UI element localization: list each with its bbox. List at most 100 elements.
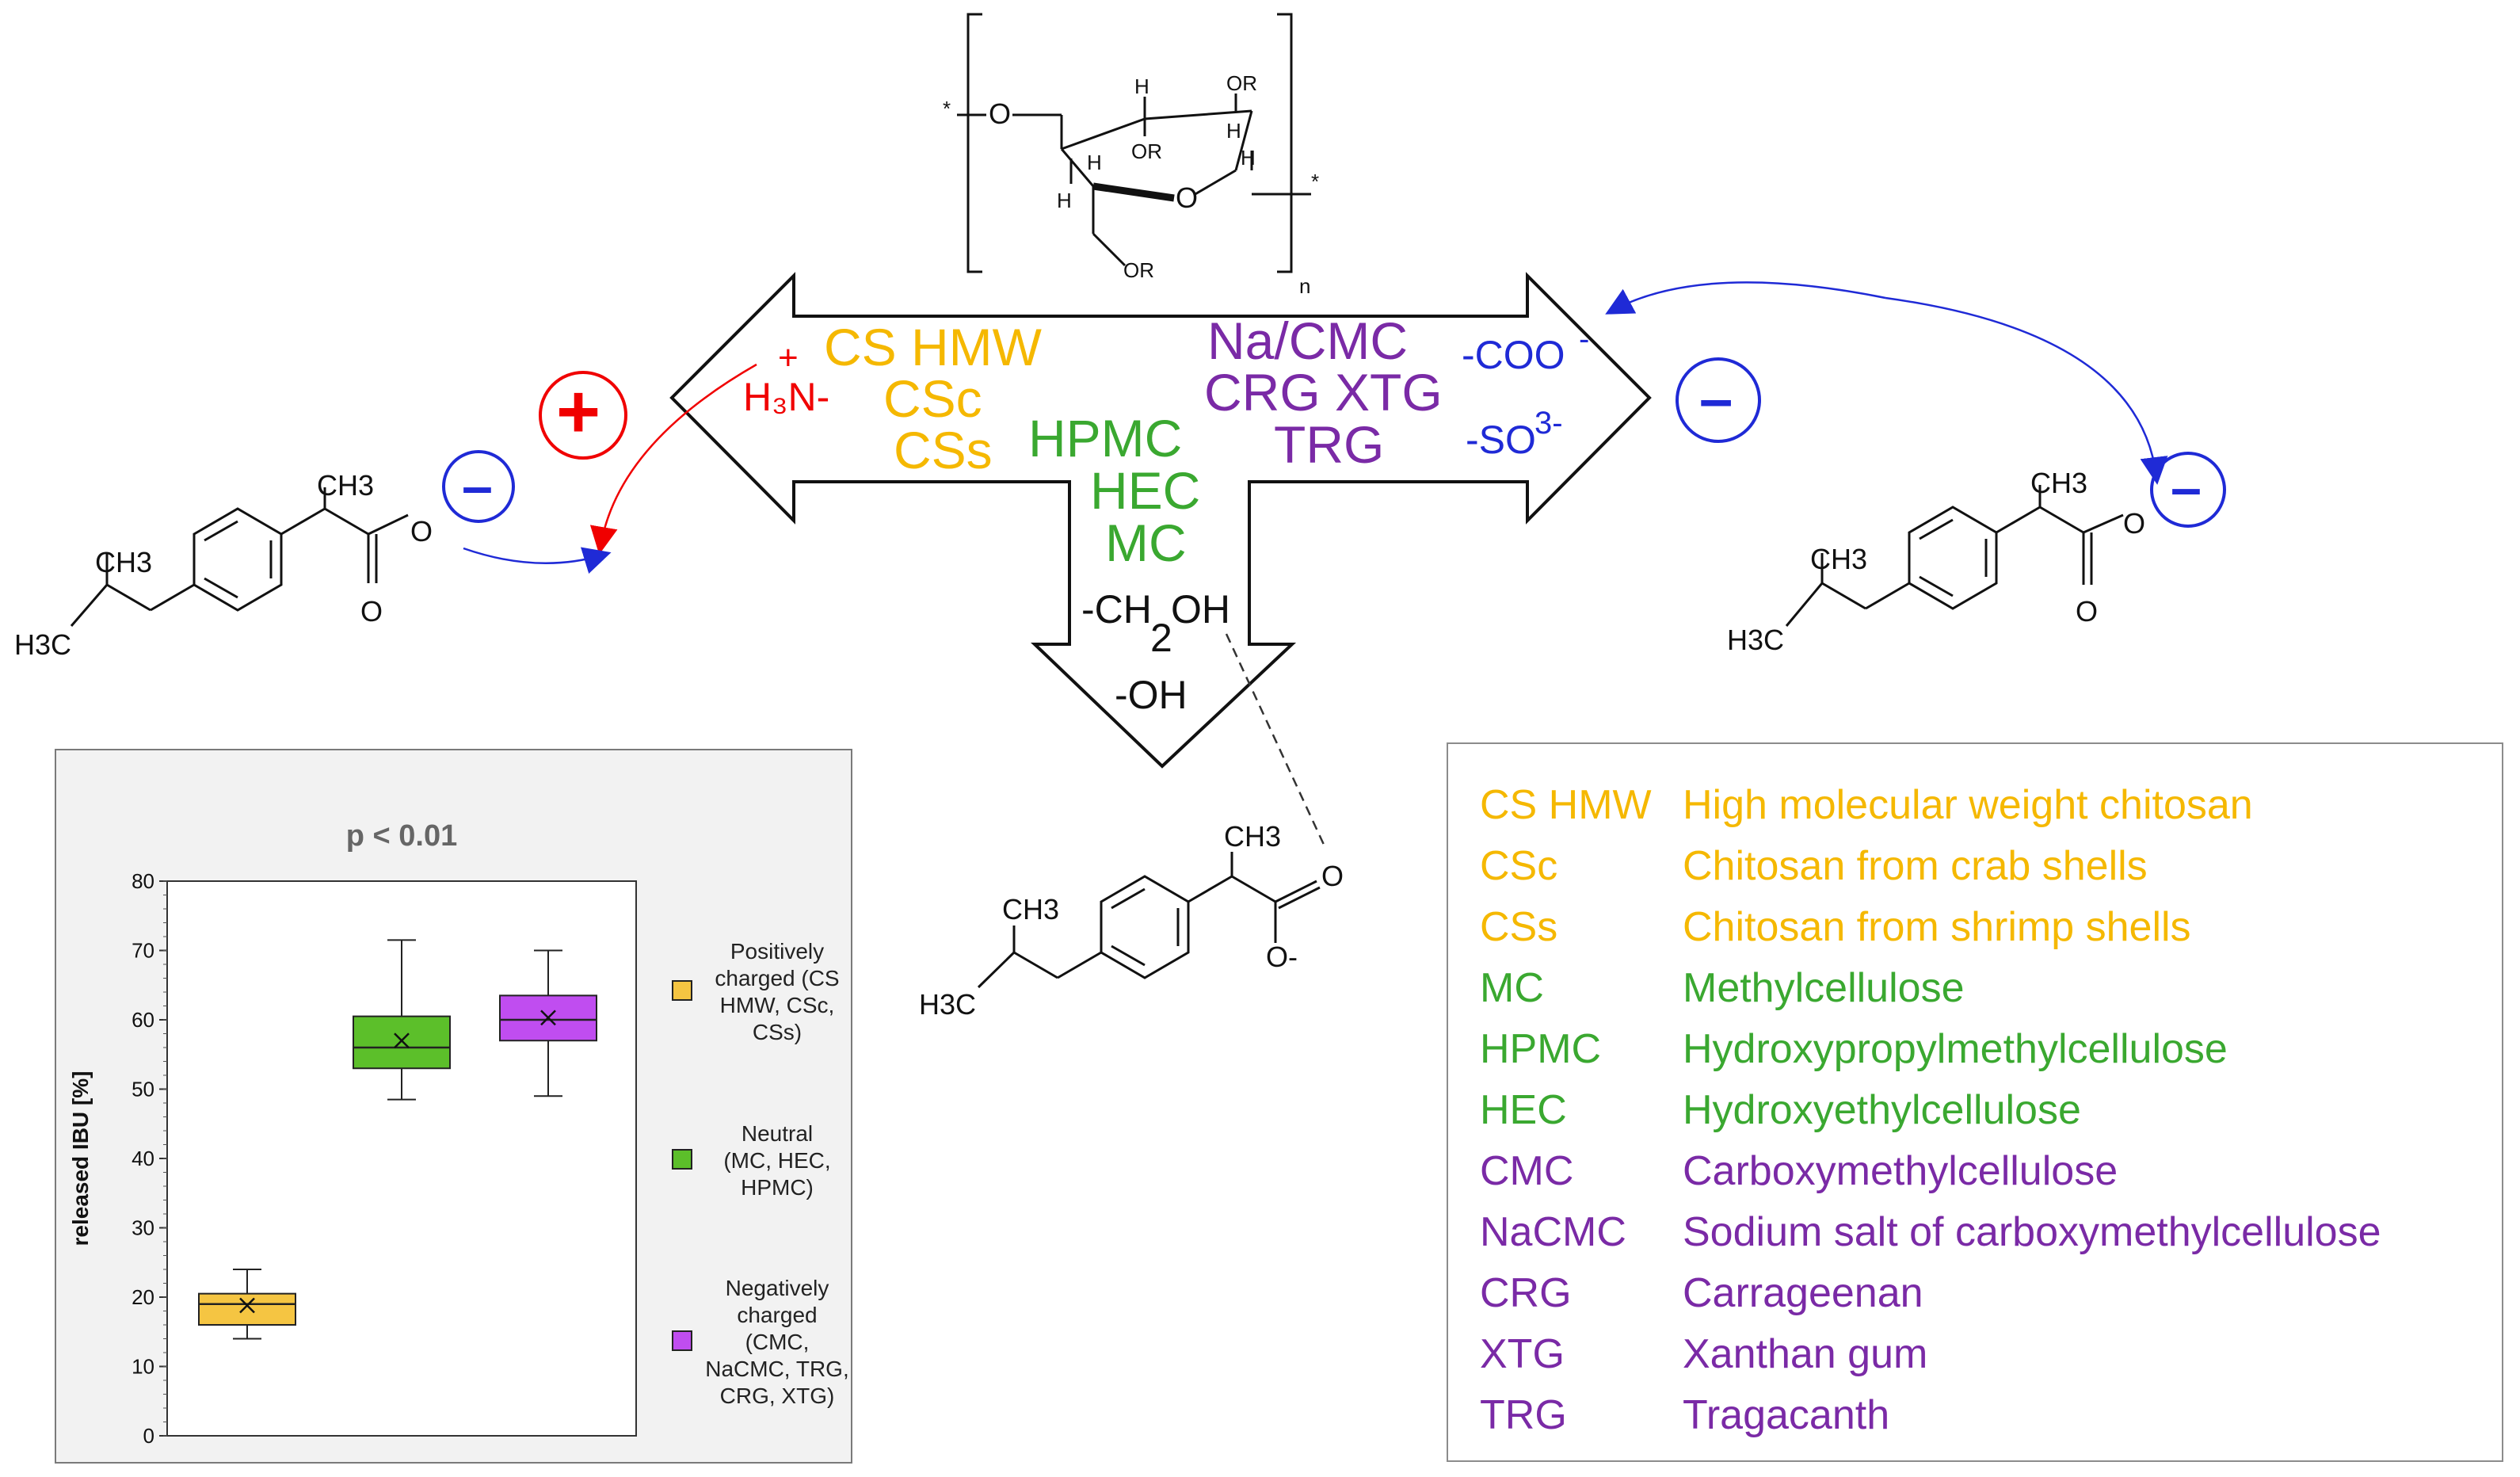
y-axis-label: released IBU [%] <box>68 1071 93 1246</box>
legend-abbr: HPMC <box>1480 1026 1602 1072</box>
legend-swatch <box>672 1330 692 1351</box>
chart-title: p < 0.01 <box>346 819 457 853</box>
y-tick-label: 80 <box>132 869 154 893</box>
ibu-center-ch3-branch: CH3 <box>1002 893 1059 926</box>
ammonium-group: H₃N- <box>743 375 830 419</box>
release-boxplot: p < 0.01 released IBU [%] 01020304050607… <box>68 819 849 1448</box>
hydroxymethyl-sub: 2 <box>1150 616 1172 660</box>
polymer-mc: MC <box>1105 513 1187 572</box>
legend-label: (CMC, <box>745 1330 810 1354</box>
legend-label: Neutral <box>742 1121 813 1146</box>
minus-sign-left: – <box>462 455 493 517</box>
legend-name: High molecular weight chitosan <box>1683 782 2253 828</box>
cellulose-labels: * O H OR OR H H H H O OR n * <box>943 71 1319 298</box>
legend-label: CSs) <box>753 1020 802 1044</box>
legend-name: Chitosan from shrimp shells <box>1683 904 2191 950</box>
y-tick-label: 10 <box>132 1355 154 1379</box>
cellulose-end-star: * <box>943 97 951 120</box>
cellulose-unit <box>957 13 1311 273</box>
hydroxyl-group: -OH <box>1115 673 1188 717</box>
ibu-center-ch3-top: CH3 <box>1224 820 1281 853</box>
ibu-right-o-double: O <box>2076 595 2098 628</box>
legend-name: Sodium salt of carboxymethylcellulose <box>1683 1209 2381 1255</box>
cellulose-h-2: H <box>1226 119 1241 143</box>
box-mean-marker <box>239 1297 255 1314</box>
blue-interaction-arrow-left <box>463 547 612 574</box>
legend-swatch <box>672 1149 692 1170</box>
box-mean-marker <box>540 1009 556 1026</box>
legend-name: Methylcellulose <box>1683 965 1965 1011</box>
legend-label: Negatively <box>726 1276 829 1300</box>
ibu-left-h3c: H3C <box>14 628 71 661</box>
legend-label: NaCMC, TRG, <box>705 1357 849 1381</box>
ibuprofen-left <box>70 487 409 627</box>
legend-label: HPMC) <box>741 1175 814 1200</box>
legend-name: Chitosan from crab shells <box>1683 843 2148 889</box>
cellulose-h-3: H <box>1087 151 1102 174</box>
ibuprofen-right <box>1785 485 2124 627</box>
sulfonate-group: -SO <box>1466 418 1536 462</box>
red-interaction-arrow <box>589 363 757 555</box>
legend-name: Hydroxypropylmethylcellulose <box>1683 1026 2228 1072</box>
legend-abbr: HEC <box>1480 1087 1567 1133</box>
plus-sign: + <box>556 369 601 454</box>
y-tick-label: 70 <box>132 939 154 963</box>
y-tick-label: 50 <box>132 1078 154 1101</box>
legend-abbr: CS HMW <box>1480 782 1652 828</box>
cellulose-h-5: H <box>1241 146 1256 170</box>
ibu-right-ch3-top: CH3 <box>2030 467 2087 499</box>
ibu-right-ch3-branch: CH3 <box>1810 543 1867 575</box>
ibu-center-o: O <box>1321 860 1344 892</box>
ibu-center-o-minus: O- <box>1266 941 1298 973</box>
ibuprofen-carboxylate <box>977 852 1321 989</box>
y-tick-label: 40 <box>132 1147 154 1170</box>
minus-sign-right: – <box>2171 456 2202 518</box>
legend-label: HMW, CSc, <box>720 993 835 1017</box>
sulfonate-charge: 3- <box>1534 406 1563 441</box>
box-iqr <box>353 1015 451 1070</box>
legend-label: Positively <box>730 939 824 964</box>
abbreviation-legend: CS HMW High molecular weight chitosan CS… <box>1447 742 2503 1462</box>
polymer-css: CSs <box>894 421 993 479</box>
legend-label: CRG, XTG) <box>720 1383 835 1408</box>
legend-abbr: MC <box>1480 965 1544 1011</box>
blue-interaction-arrow-right-2 <box>1885 296 2168 485</box>
polymer-csc: CSc <box>883 369 982 428</box>
hbond-dashed-line <box>1225 633 1326 847</box>
y-tick-label: 0 <box>143 1424 154 1448</box>
polymer-crg-xtg: CRG XTG <box>1204 363 1443 422</box>
legend-name: Carboxymethylcellulose <box>1683 1148 2118 1194</box>
ibu-center-h3c: H3C <box>919 988 976 1021</box>
ammonium-plus: + <box>778 338 799 377</box>
legend-abbr: CSs <box>1480 904 1558 950</box>
hydroxymethyl-oh: OH <box>1171 587 1230 632</box>
cellulose-h-1: H <box>1134 74 1149 98</box>
legend-name: Hydroxyethylcellulose <box>1683 1087 2081 1133</box>
polymer-cs-hmw: CS HMW <box>824 318 1042 376</box>
polymer-trg: TRG <box>1274 415 1385 474</box>
cellulose-h-4: H <box>1057 189 1072 212</box>
cellulose-or-3: OR <box>1123 258 1154 282</box>
legend-name: Xanthan gum <box>1683 1331 1928 1377</box>
legend-abbr: CRG <box>1480 1270 1572 1316</box>
minus-charge-circle-center <box>1676 357 1761 443</box>
three-way-arrow <box>669 272 1652 769</box>
y-tick-label: 60 <box>132 1008 154 1032</box>
y-tick-label: 20 <box>132 1285 154 1309</box>
legend-abbr: CMC <box>1480 1148 1574 1194</box>
ibu-left-o-double: O <box>360 595 383 628</box>
polymer-na-cmc: Na/CMC <box>1207 311 1409 370</box>
cellulose-o-link: O <box>989 97 1011 130</box>
hydroxymethyl-group: -CH <box>1081 587 1152 632</box>
polymer-hec: HEC <box>1090 461 1201 520</box>
minus-sign-center: – <box>1699 365 1733 433</box>
ibu-right-h3c: H3C <box>1727 624 1784 656</box>
box-mean-marker <box>394 1032 410 1049</box>
legend-name: Tragacanth <box>1683 1392 1890 1438</box>
polymer-hpmc: HPMC <box>1028 409 1183 468</box>
legend-abbr: TRG <box>1480 1392 1567 1438</box>
legend-label: charged <box>737 1303 817 1327</box>
plus-charge-circle <box>539 371 627 460</box>
carboxylate-charge: - <box>1579 322 1590 357</box>
